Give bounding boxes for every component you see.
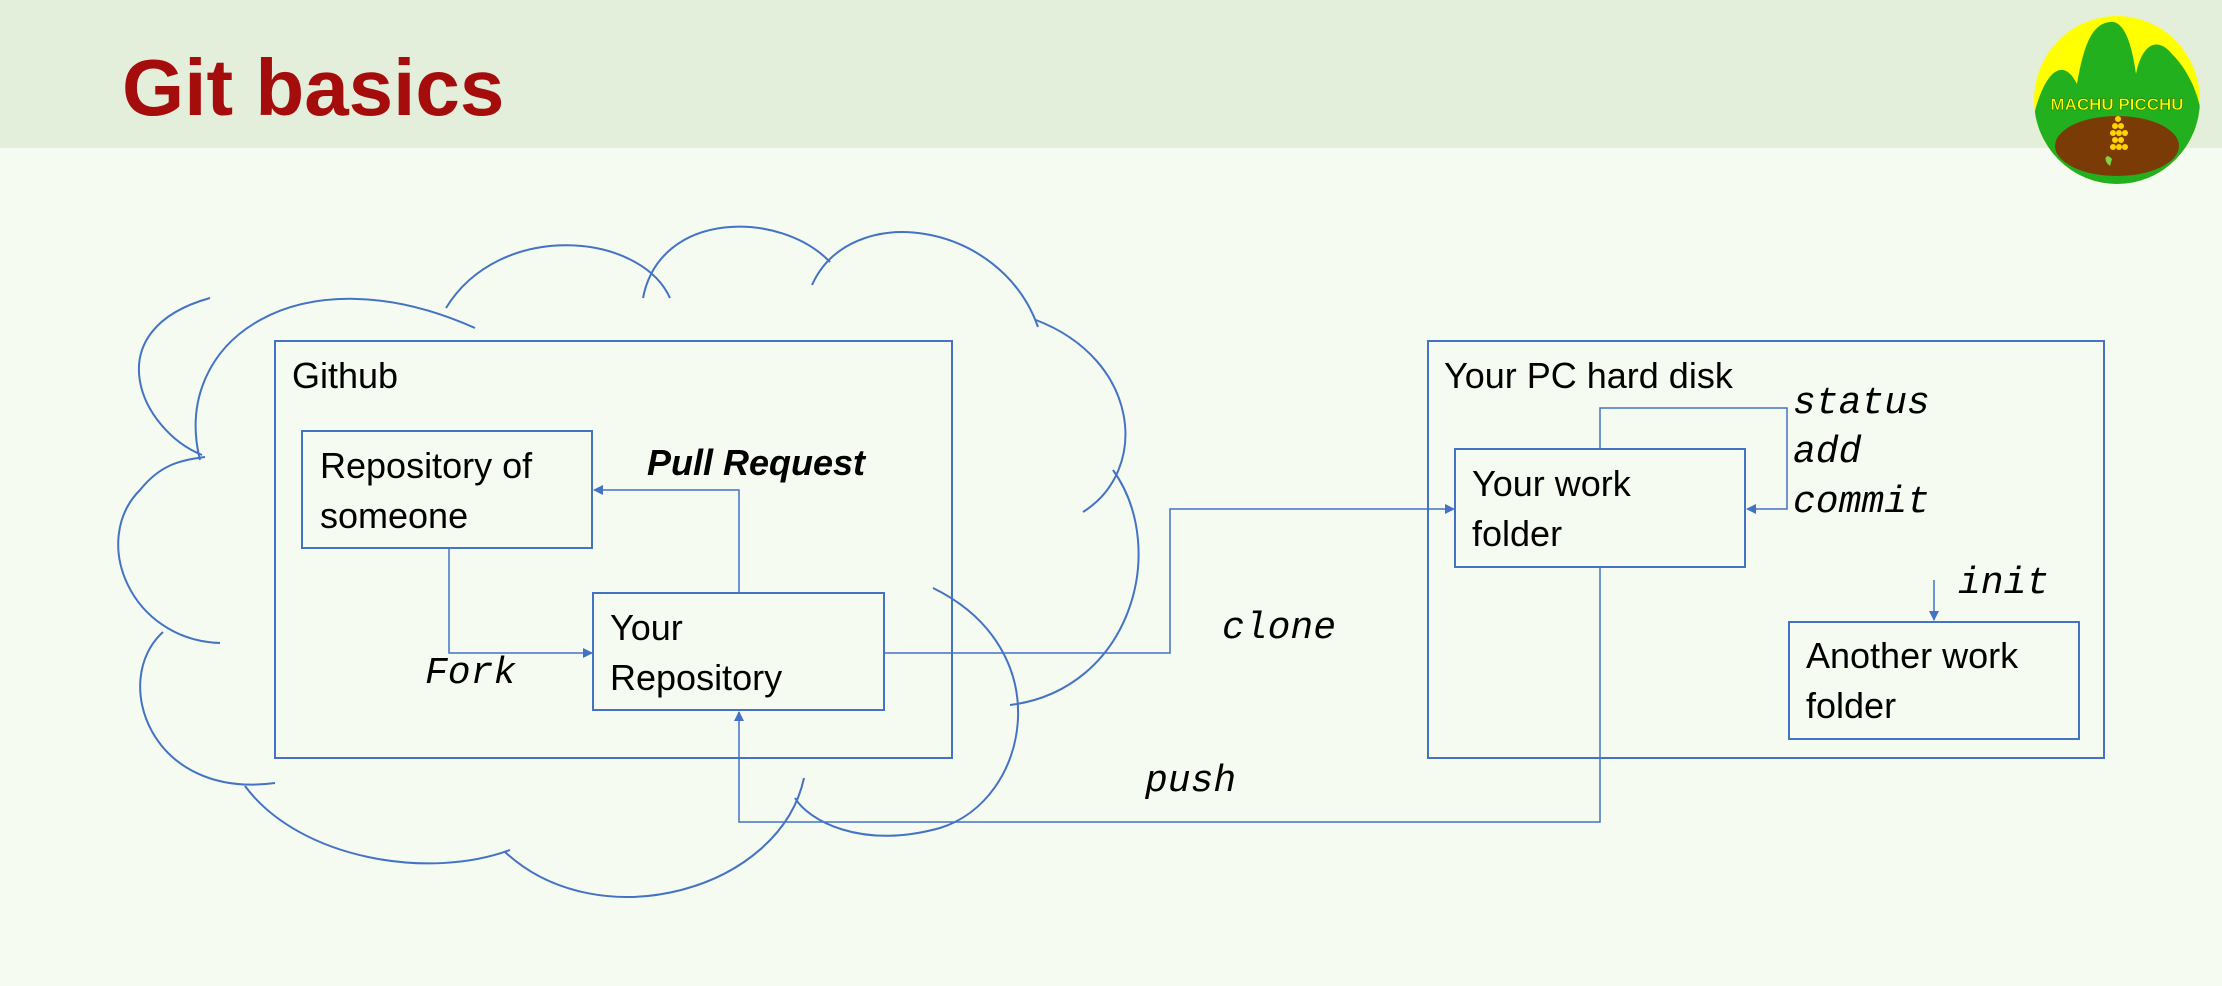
header-band bbox=[0, 0, 2222, 148]
your-work-folder-label-2: folder bbox=[1472, 513, 1562, 554]
status-label: status bbox=[1793, 382, 1930, 425]
push-label: push bbox=[1144, 760, 1236, 803]
pc-hard-disk-box bbox=[1427, 340, 2105, 759]
logo-text: MACHU PICCHU bbox=[2050, 95, 2183, 114]
repository-of-someone-label-2: someone bbox=[320, 495, 468, 536]
your-repository-label-2: Repository bbox=[610, 657, 782, 698]
status-add-commit-loop bbox=[1599, 407, 1788, 514]
slide-title: Git basics bbox=[122, 43, 505, 132]
init-label: init bbox=[1958, 562, 2049, 605]
another-work-folder-label-2: folder bbox=[1806, 685, 1896, 726]
repository-of-someone-box bbox=[301, 430, 593, 549]
pull-request-label: Pull Request bbox=[647, 442, 867, 483]
repository-of-someone-label-1: Repository of bbox=[320, 445, 533, 486]
commit-label: commit bbox=[1793, 481, 1930, 524]
cloud-shape bbox=[117, 225, 1140, 898]
push-arrow bbox=[734, 567, 1601, 823]
pull-request-arrow bbox=[593, 485, 740, 593]
clone-label: clone bbox=[1222, 607, 1336, 650]
add-label: add bbox=[1793, 431, 1862, 474]
fork-arrow bbox=[448, 548, 593, 658]
another-work-folder-label-1: Another work bbox=[1806, 635, 2019, 676]
github-label: Github bbox=[292, 355, 398, 396]
github-box bbox=[274, 340, 953, 759]
your-repository-label-1: Your bbox=[610, 607, 683, 648]
pc-hard-disk-label: Your PC hard disk bbox=[1444, 355, 1734, 396]
fork-label: Fork bbox=[425, 652, 516, 695]
your-work-folder-label-1: Your work bbox=[1472, 463, 1632, 504]
machu-picchu-logo: MACHU PICCHU bbox=[2034, 16, 2200, 184]
clone-arrow bbox=[884, 504, 1455, 654]
another-work-folder-box bbox=[1788, 621, 2080, 740]
